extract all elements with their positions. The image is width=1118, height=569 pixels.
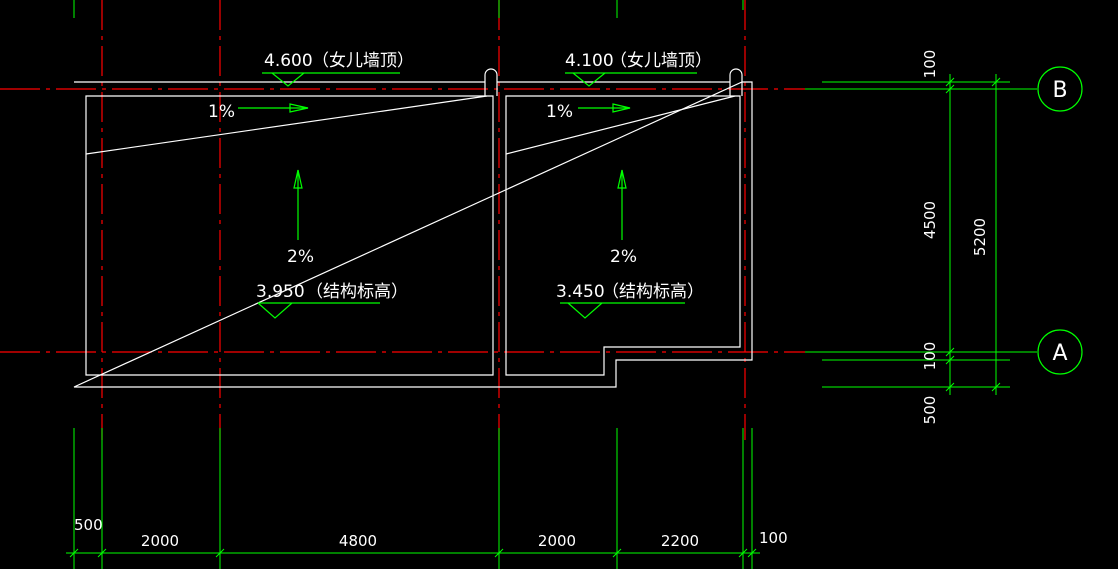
slope-line-left bbox=[85, 95, 488, 155]
axis-bubble-b: B bbox=[1037, 66, 1083, 112]
dimension-lines bbox=[66, 0, 1037, 569]
right-slope-main: 2% bbox=[610, 247, 637, 267]
outer-parapet bbox=[73, 81, 753, 388]
axis-grid bbox=[0, 0, 805, 440]
right-structure-elevation: 3.450 bbox=[556, 282, 605, 302]
dim-bottom-1: 500 bbox=[74, 516, 103, 534]
axis-label-b: B bbox=[1052, 78, 1067, 103]
left-structure-elevation: 3.950 bbox=[256, 282, 305, 302]
axis-bubble-a: A bbox=[1037, 329, 1083, 375]
left-structure-note: （结构标高） bbox=[306, 282, 408, 302]
dim-bottom-6: 100 bbox=[759, 529, 788, 547]
bottom-dimensions: 500 2000 4800 2000 2200 100 bbox=[74, 516, 788, 550]
left-slope-main: 2% bbox=[287, 247, 314, 267]
elevation-markers bbox=[257, 72, 697, 319]
arrow-up-left-room bbox=[293, 169, 303, 240]
right-parapet-note: （女儿墙顶） bbox=[610, 51, 712, 71]
right-room-inner bbox=[505, 95, 741, 376]
drain-right bbox=[729, 68, 743, 96]
arrow-right-right-room bbox=[578, 103, 631, 113]
dim-bottom-5: 2200 bbox=[661, 532, 699, 550]
slope-arrows bbox=[238, 103, 631, 240]
dim-bottom-2: 2000 bbox=[141, 532, 179, 550]
right-dimensions: 100 4500 100 500 5200 bbox=[921, 50, 989, 425]
dim-right-below: 500 bbox=[921, 396, 939, 425]
arrow-up-right-room bbox=[617, 169, 627, 240]
right-parapet-elevation: 4.100 bbox=[565, 51, 614, 71]
slope-line-right bbox=[505, 95, 736, 155]
dim-right-mid: 4500 bbox=[921, 201, 939, 239]
drain-left bbox=[484, 68, 498, 96]
left-slope-small: 1% bbox=[208, 102, 235, 122]
left-parapet-note: （女儿墙顶） bbox=[312, 51, 414, 71]
right-slope-small: 1% bbox=[546, 102, 573, 122]
left-parapet-elevation: 4.600 bbox=[264, 51, 313, 71]
dim-right-total: 5200 bbox=[971, 218, 989, 256]
right-room-labels: 4.100 （女儿墙顶） 1% 2% 3.450 （结构标高） bbox=[546, 51, 712, 302]
building-outline bbox=[73, 68, 753, 388]
left-room-labels: 4.600 （女儿墙顶） 1% 2% 3.950 （结构标高） bbox=[208, 51, 414, 302]
left-room-inner bbox=[85, 95, 494, 376]
right-structure-note: （结构标高） bbox=[602, 282, 704, 302]
dim-bottom-4: 2000 bbox=[538, 532, 576, 550]
dim-right-bottom-small: 100 bbox=[921, 342, 939, 371]
axis-label-a: A bbox=[1052, 341, 1067, 366]
arrow-right-left-room bbox=[238, 103, 309, 113]
dim-right-top: 100 bbox=[921, 50, 939, 79]
dim-bottom-3: 4800 bbox=[339, 532, 377, 550]
